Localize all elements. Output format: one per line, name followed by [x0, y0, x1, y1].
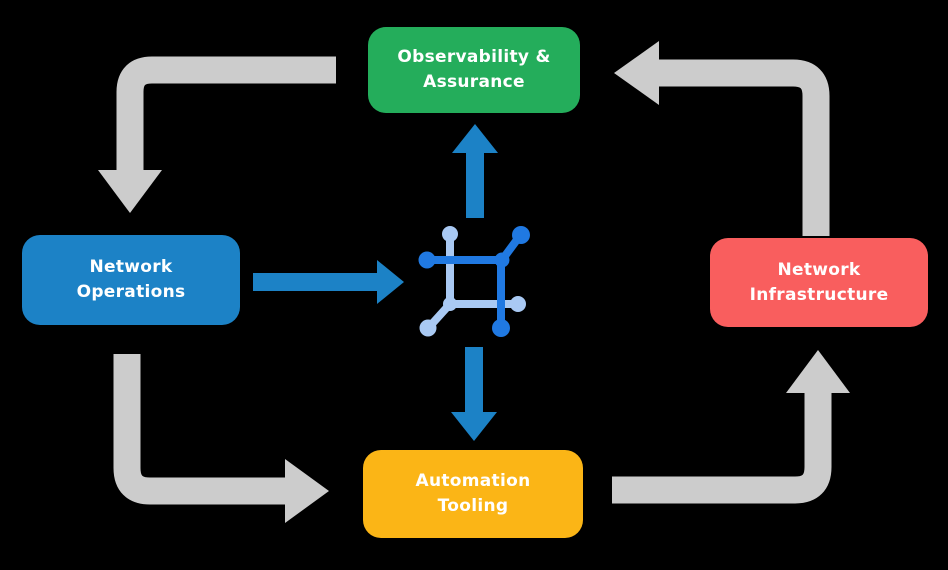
flow-arrow-center-to-automation: [451, 347, 497, 441]
cycle-arrow-operations-to-automation: [113, 354, 329, 523]
icon-light-strokes: [419, 226, 526, 337]
node-observability-assurance: Observability & Assurance: [368, 27, 580, 113]
flow-arrow-operations-to-center: [253, 260, 404, 304]
cycle-arrow-infrastructure-to-observability: [614, 41, 830, 236]
arrowhead-right: [285, 459, 329, 523]
node-automation-tooling: Automation Tooling: [363, 450, 583, 538]
cycle-arrow-automation-to-infrastructure: [612, 350, 850, 504]
node-label-line: Assurance: [423, 72, 525, 92]
node-label-line: Observability &: [397, 47, 551, 68]
node-label-line: Infrastructure: [749, 284, 889, 305]
node-label-line: Tooling: [437, 496, 509, 516]
arrowhead-left: [614, 41, 659, 105]
node-label-line: Network: [89, 257, 173, 278]
node-label-line: Automation: [415, 471, 531, 492]
icon-dark-strokes: [418, 226, 530, 337]
network-automation-icon: [418, 226, 530, 337]
arrowhead-down: [451, 412, 497, 441]
flow-arrow-center-to-observability: [452, 124, 498, 218]
node-network-operations: Network Operations: [22, 235, 240, 325]
arrowhead-up: [786, 350, 850, 393]
node-network-infrastructure: Network Infrastructure: [710, 238, 928, 327]
arrowhead-up: [452, 124, 498, 153]
arrowhead-right: [377, 260, 404, 304]
arrowhead-down: [98, 170, 162, 213]
node-label-line: Operations: [76, 282, 186, 302]
cycle-arrow-observability-to-operations: [98, 56, 336, 213]
node-label-line: Network: [777, 259, 861, 280]
